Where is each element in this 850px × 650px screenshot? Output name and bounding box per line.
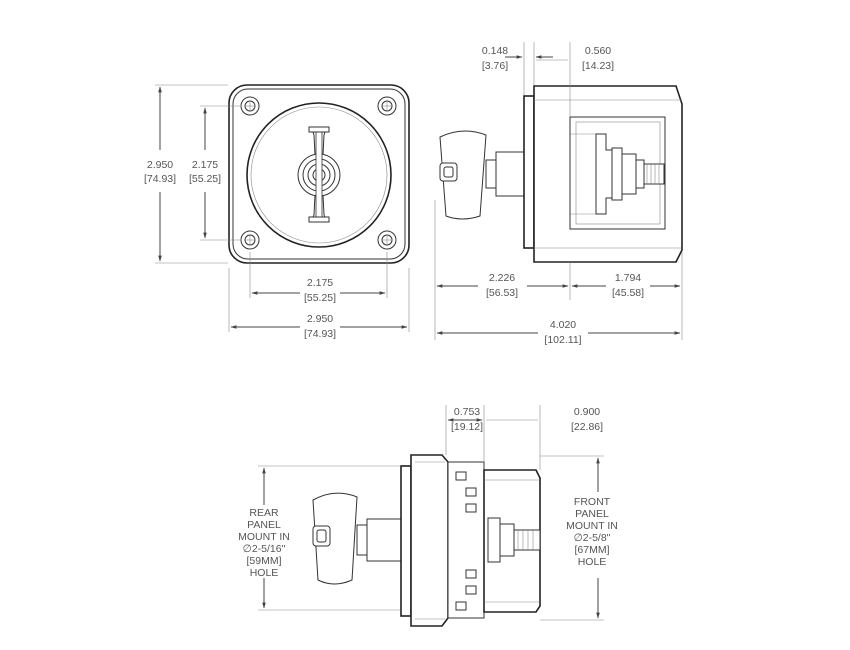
dim-front-width-in: 2.950: [307, 313, 333, 325]
rear-panel-note: REAR PANEL MOUNT IN ∅2-5/16" [59MM] HOLE: [238, 507, 290, 579]
front-view-dimensions: 2.950 [74.93] 2.175 [55.25] 2.175 [55.25…: [144, 84, 410, 340]
side-flange: [523, 95, 535, 249]
knob-shaft: [495, 151, 525, 197]
rear-note-line: HOLE: [250, 567, 279, 579]
dim-front-width-mm: [74.93]: [304, 328, 336, 340]
front-note-line: [67MM]: [574, 544, 609, 556]
bottom-view: [312, 454, 541, 627]
front-panel-note: FRONT PANEL MOUNT IN ∅2-5/8" [67MM] HOLE: [566, 496, 618, 568]
side-view: [439, 85, 683, 263]
dim-side-flange-in: 0.148: [482, 45, 508, 57]
screw-icon: [240, 230, 260, 250]
rear-note-line: [59MM]: [246, 555, 281, 567]
key-knob: [297, 126, 341, 223]
rear-note-line: PANEL: [247, 519, 281, 531]
dim-front-hole-height-mm: [55.25]: [189, 173, 221, 185]
front-note-line: MOUNT IN: [566, 520, 618, 532]
dim-side-front-depth-in: 2.226: [489, 272, 515, 284]
bottom-stud: [513, 529, 541, 551]
bottom-clip-block: [447, 461, 485, 619]
screw-icon: [377, 230, 397, 250]
dim-side-body-top-in: 0.560: [585, 45, 611, 57]
dim-bottom-right-mm: [22.86]: [571, 421, 603, 433]
rear-note-line: MOUNT IN: [238, 531, 290, 543]
dim-side-total-in: 4.020: [550, 319, 576, 331]
bottom-bezel: [410, 454, 449, 627]
dim-front-hole-width-in: 2.175: [307, 277, 333, 289]
side-view-dimensions: 0.148 [3.76] 0.560 [14.23] 2.226 [56.53]…: [434, 42, 683, 346]
dim-front-height-in: 2.950: [147, 159, 173, 171]
dim-side-body-top-mm: [14.23]: [582, 60, 614, 72]
bottom-key-handle: [312, 492, 358, 585]
bottom-flange: [400, 465, 412, 617]
rear-note-line: ∅2-5/16": [243, 543, 286, 555]
front-note-line: HOLE: [578, 556, 607, 568]
dim-front-hole-width-mm: [55.25]: [304, 292, 336, 304]
bottom-view-dimensions: 0.753 [19.12] 0.900 [22.86]: [258, 405, 604, 621]
screw-icon: [377, 96, 397, 116]
screw-icon: [240, 96, 260, 116]
bottom-nut: [499, 523, 515, 557]
dim-side-front-depth-mm: [56.53]: [486, 287, 518, 299]
front-note-line: PANEL: [575, 508, 609, 520]
dim-side-total-mm: [102.11]: [544, 334, 581, 346]
front-dial-inner-ring: [250, 106, 388, 244]
dim-front-height-mm: [74.93]: [144, 173, 176, 185]
dim-bottom-right-in: 0.900: [574, 406, 600, 418]
dim-side-rear-depth-in: 1.794: [615, 272, 641, 284]
rear-note-line: REAR: [249, 507, 279, 519]
dim-bottom-left-mm: [19.12]: [451, 421, 483, 433]
bottom-knob-shaft: [366, 518, 402, 562]
front-view: [228, 84, 410, 264]
key-handle: [439, 130, 487, 220]
dim-side-rear-depth-mm: [45.58]: [612, 287, 644, 299]
side-nut: [621, 153, 637, 195]
front-note-line: FRONT: [574, 496, 611, 508]
dim-bottom-left-in: 0.753: [454, 406, 480, 418]
dim-front-hole-height-in: 2.175: [192, 159, 218, 171]
front-note-line: ∅2-5/8": [574, 532, 611, 544]
dim-side-flange-mm: [3.76]: [482, 60, 508, 72]
